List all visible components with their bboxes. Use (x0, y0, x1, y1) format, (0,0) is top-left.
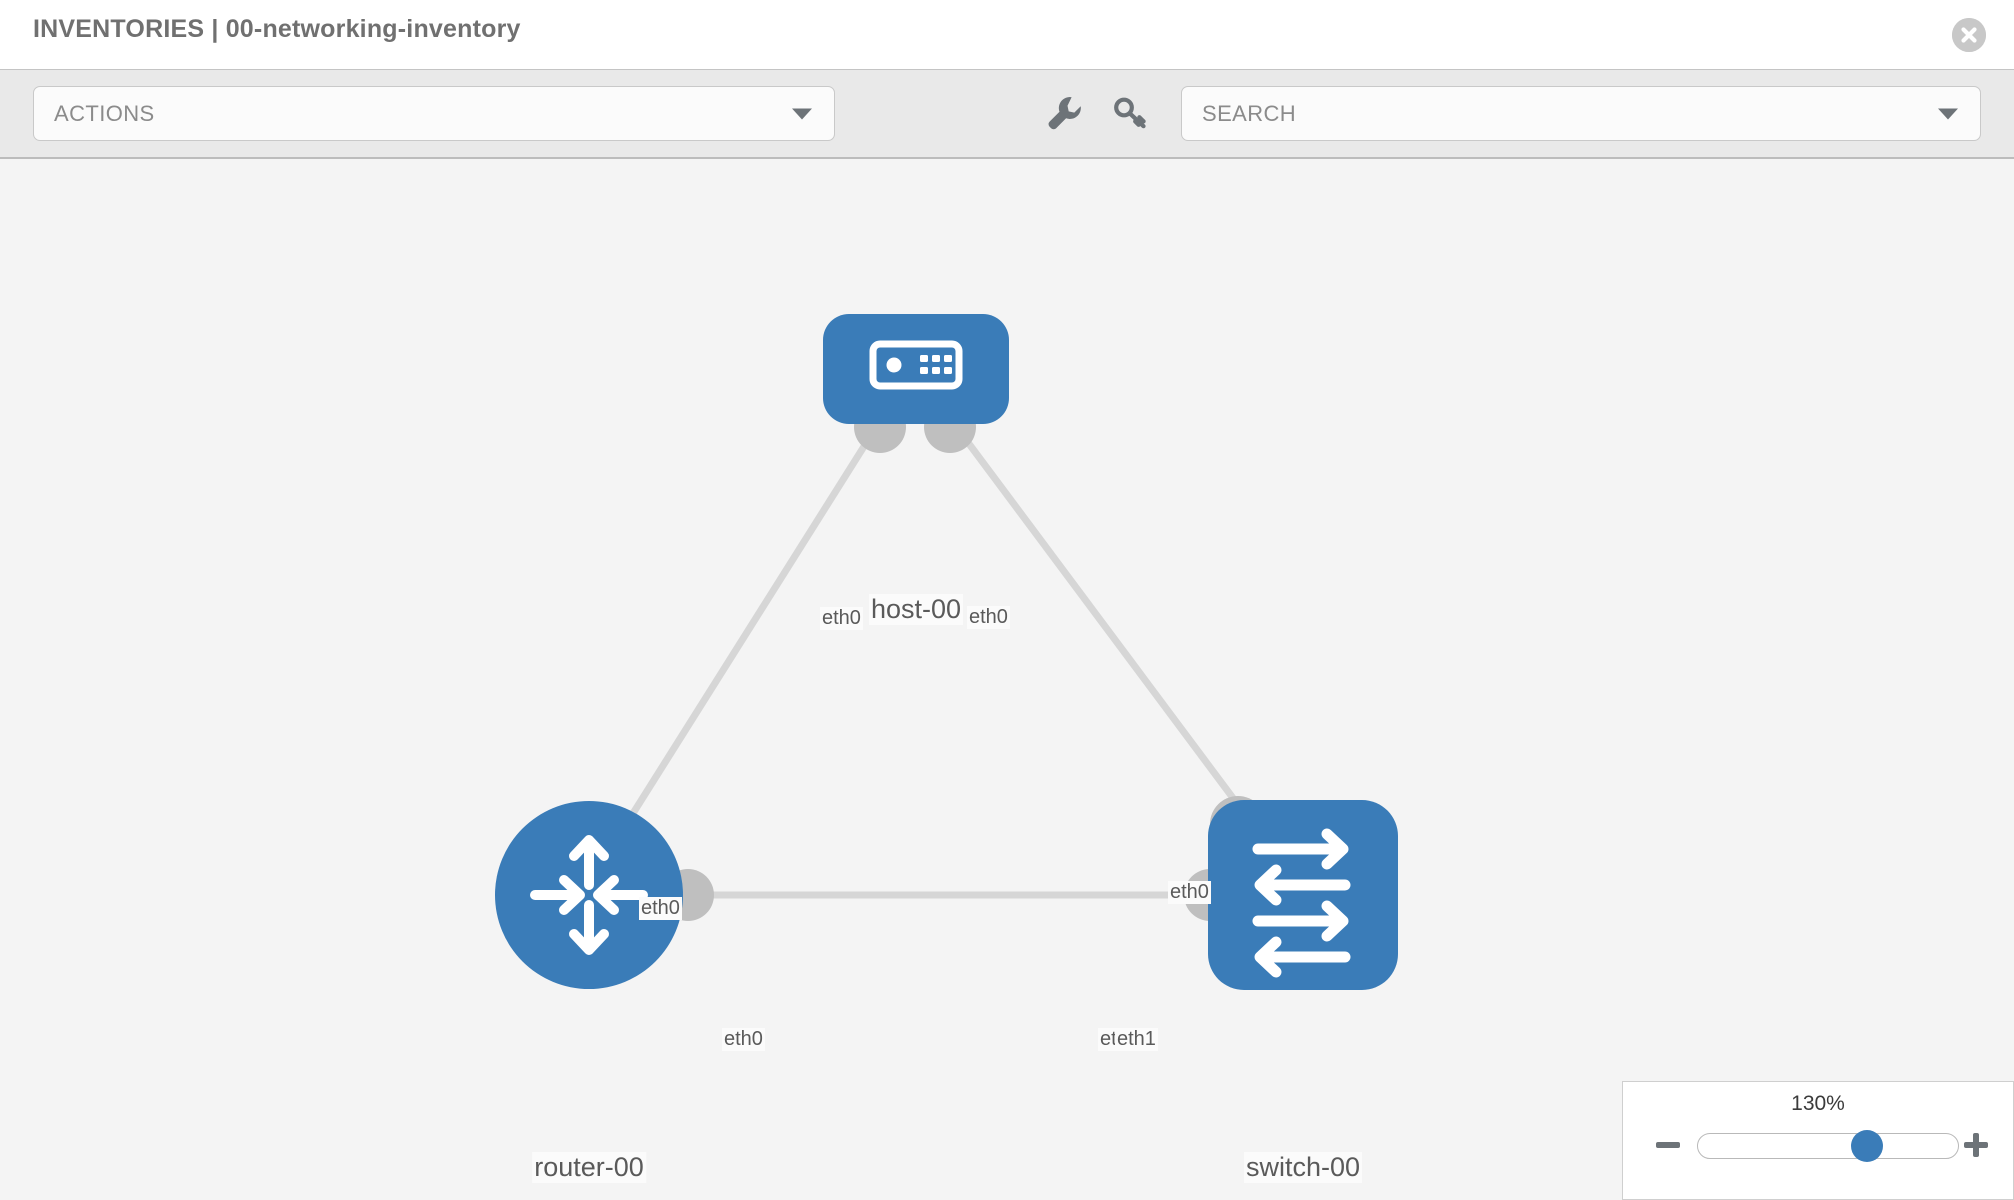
close-icon[interactable] (1952, 18, 1986, 52)
zoom-out-button[interactable] (1653, 1130, 1683, 1160)
node-host-00[interactable] (823, 314, 1009, 424)
switch-arrows-icon (1252, 828, 1351, 978)
chevron-down-icon (1938, 108, 1958, 119)
zoom-level-value: 130% (1791, 1092, 1845, 1115)
zoom-slider-handle[interactable] (1851, 1130, 1883, 1162)
actions-dropdown[interactable]: ACTIONS (33, 86, 835, 141)
node-label-switch-00: switch-00 (1243, 1152, 1363, 1183)
edge-label-host-switch-near-switch: eth0 (1168, 881, 1211, 904)
edge-label-host-switch-near-host: eth0 (967, 606, 1010, 629)
search-placeholder: SEARCH (1202, 100, 1297, 126)
toolbar: ACTIONS SEARCH (0, 69, 2014, 159)
topology-graph (495, 314, 1398, 990)
node-label-host-00: host-00 (868, 594, 964, 625)
zoom-panel: 130% (1622, 1081, 2014, 1200)
edge-label-router-switch-near-switch-b: eth1 (1115, 1028, 1158, 1051)
server-device-icon (869, 340, 963, 390)
zoom-in-button[interactable] (1961, 1130, 1991, 1160)
actions-dropdown-label: ACTIONS (54, 100, 155, 126)
node-router-00[interactable] (495, 801, 683, 989)
wrench-icon[interactable] (1042, 92, 1084, 134)
page-title: INVENTORIES | 00-networking-inventory (33, 15, 521, 43)
topology-canvas[interactable]: eth0 eth0 eth0 eth0 eth0 eth0 eth1 host-… (0, 159, 2014, 1200)
page-header: INVENTORIES | 00-networking-inventory (0, 0, 2014, 69)
edge-label-router-switch-near-router: eth0 (722, 1028, 765, 1051)
node-switch-00[interactable] (1208, 800, 1398, 990)
connector-handles (662, 401, 1266, 921)
edge-host-switch (949, 418, 1265, 840)
chevron-down-icon (792, 108, 812, 119)
search-input[interactable]: SEARCH (1181, 86, 1981, 141)
edge-label-host-router-near-router: eth0 (639, 897, 682, 920)
edge-host-router (617, 419, 883, 836)
zoom-slider[interactable] (1697, 1130, 1959, 1162)
router-four-arrows-icon (530, 835, 648, 955)
node-label-router-00: router-00 (532, 1152, 646, 1183)
key-icon[interactable] (1110, 92, 1152, 134)
edge-label-host-router-near-host: eth0 (820, 607, 863, 630)
